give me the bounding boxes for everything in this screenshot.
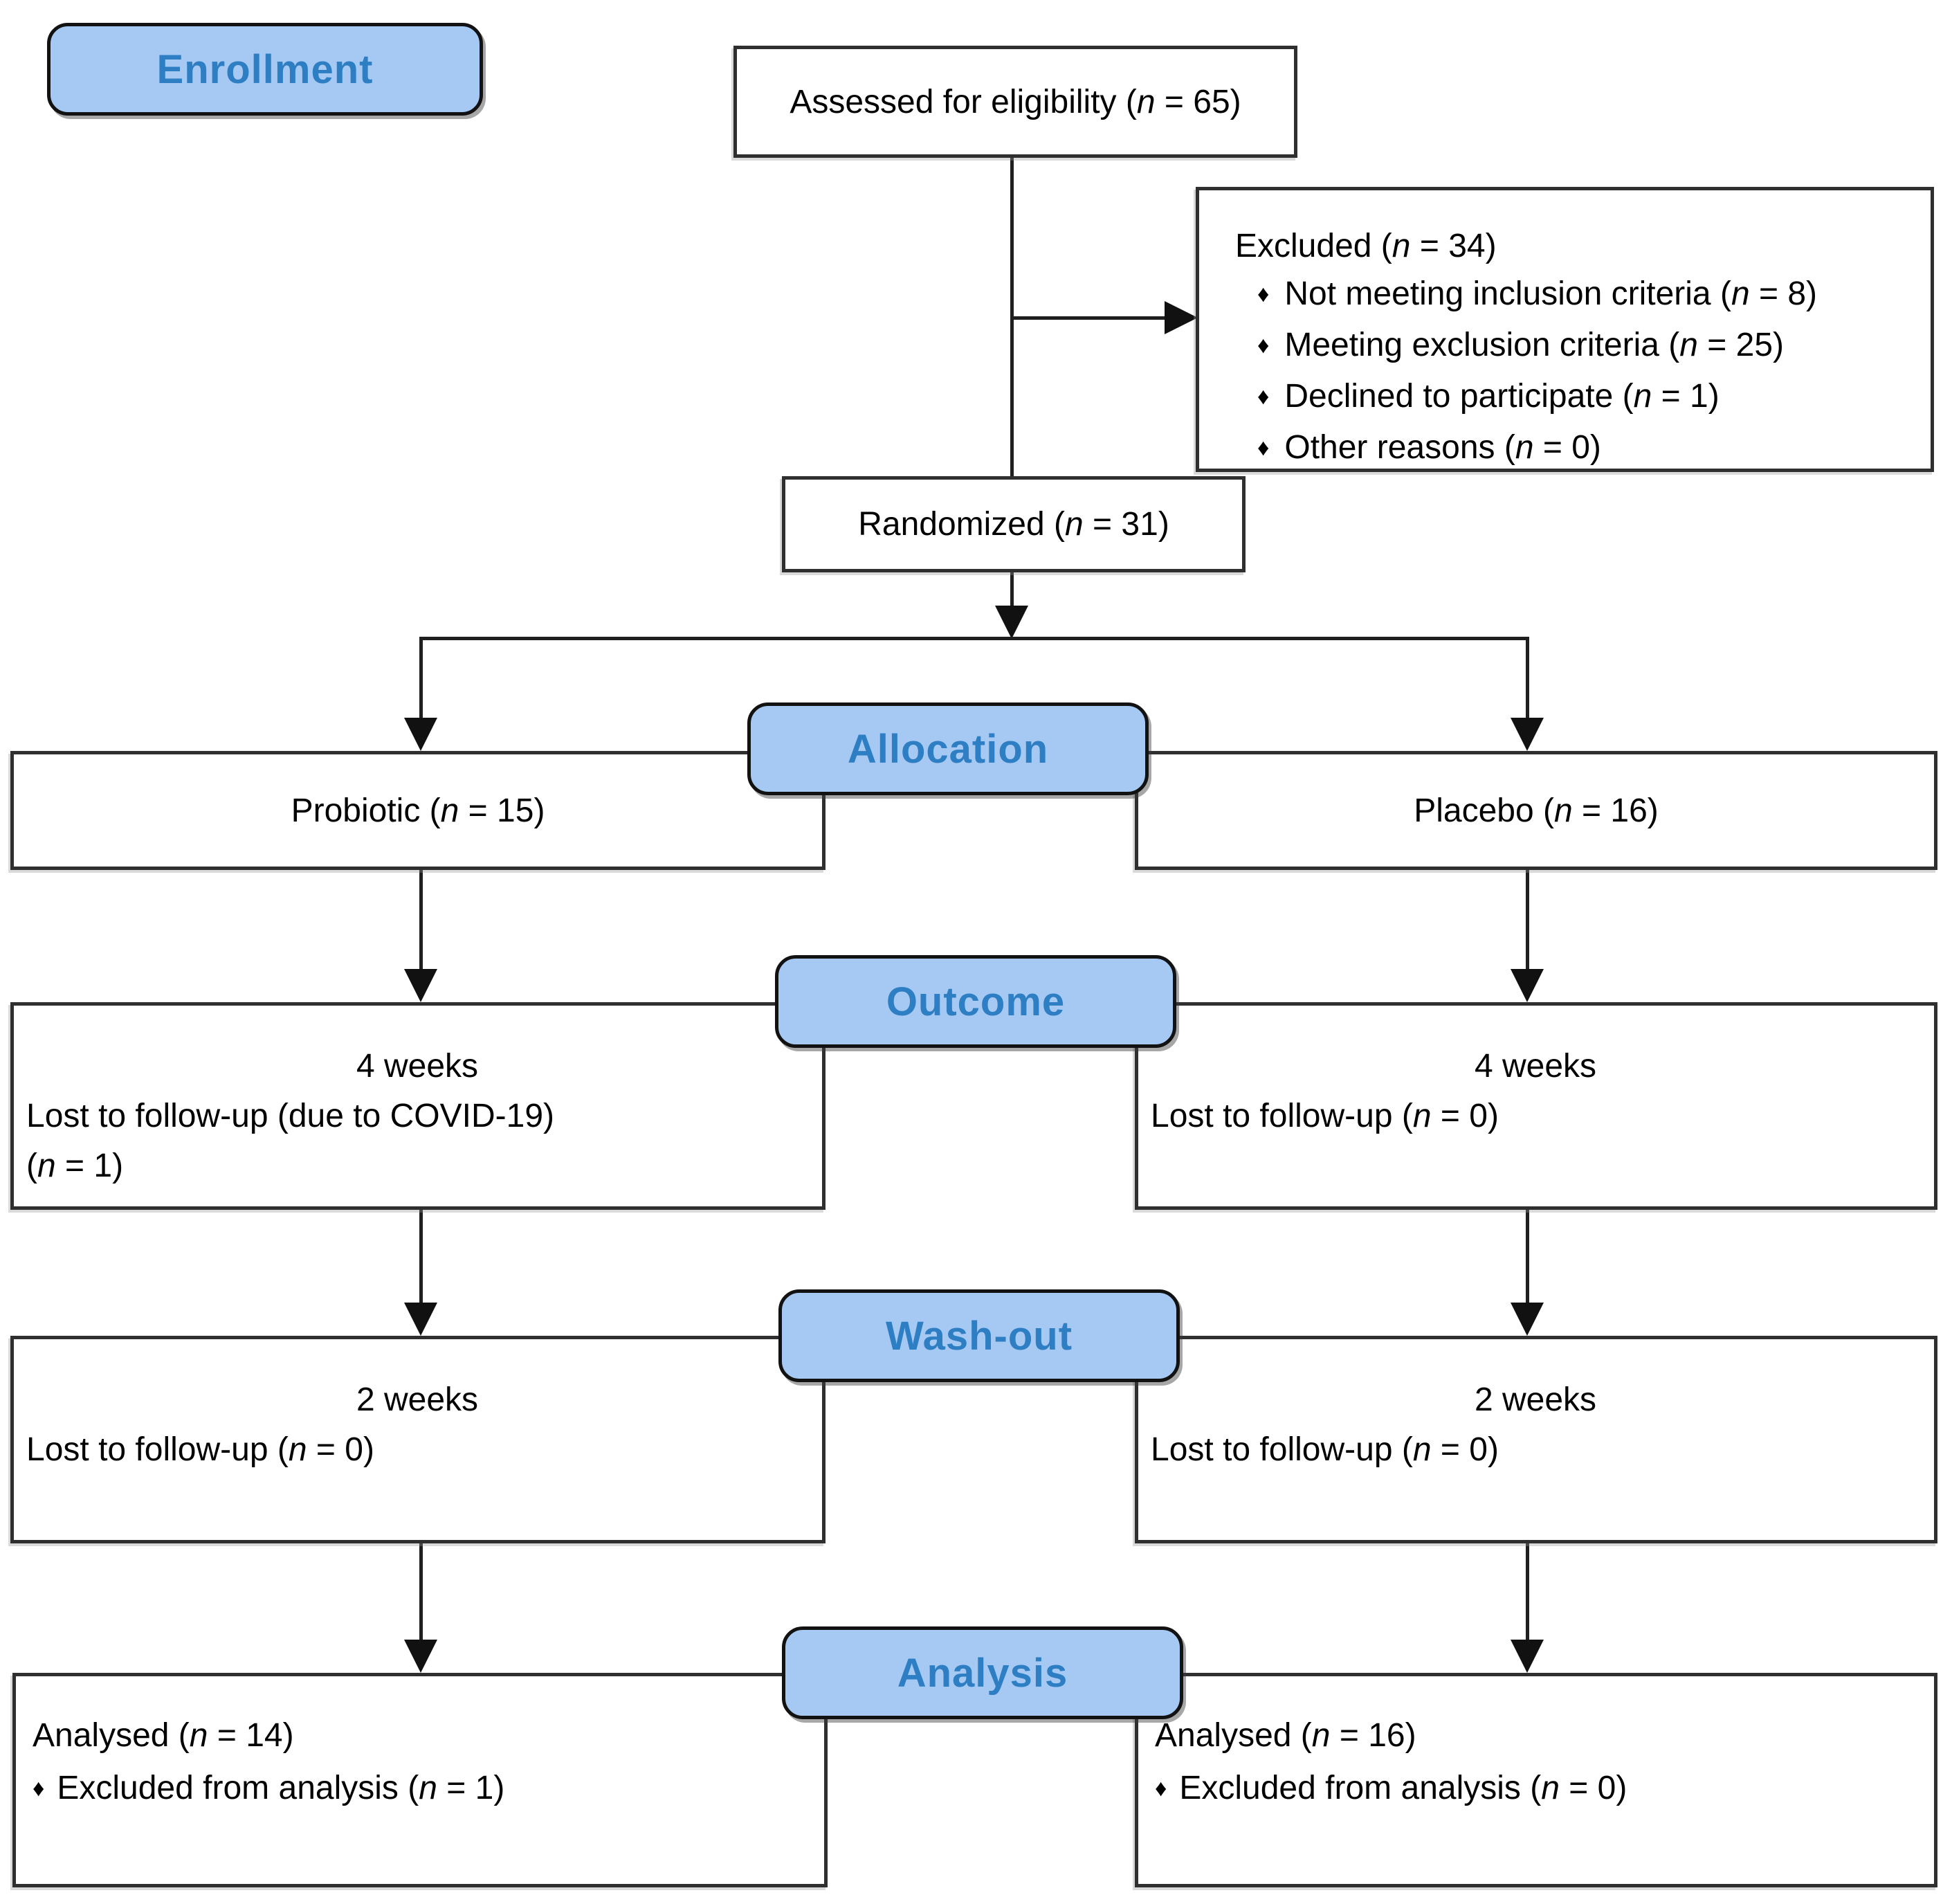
box-allocation-placebo: Placebo (n = 16)	[1135, 751, 1937, 870]
split-line	[419, 637, 1529, 640]
stage-badge-analysis: Analysis	[782, 1626, 1183, 1719]
probiotic-text: Probiotic (n = 15)	[291, 792, 545, 829]
arrowhead-into-washout-left	[404, 1303, 437, 1336]
connector-branch-to-excluded	[1012, 316, 1168, 320]
diamond-bullet-icon: ♦	[1257, 383, 1270, 410]
diamond-bullet-icon: ♦	[1155, 1775, 1167, 1802]
arrowhead-into-washout-right	[1511, 1303, 1544, 1336]
excluded-item-text: Other reasons (n = 0)	[1284, 429, 1601, 466]
placebo-text: Placebo (n = 16)	[1414, 792, 1659, 829]
washout-left-duration: 2 weeks	[356, 1381, 479, 1418]
excluded-item-text: Meeting exclusion criteria (n = 25)	[1284, 327, 1785, 363]
connector-outcome-to-washout-left	[419, 1210, 423, 1307]
box-allocation-probiotic: Probiotic (n = 15)	[10, 751, 826, 870]
box-assessed-eligibility: Assessed for eligibility (n = 65)	[733, 46, 1297, 158]
connector-split-to-placebo	[1526, 637, 1529, 723]
stage-badge-washout: Wash-out	[778, 1289, 1180, 1382]
arrowhead-into-excluded	[1165, 301, 1198, 334]
diamond-bullet-icon: ♦	[1257, 435, 1270, 461]
analysis-left-excluded: Excluded from analysis (n = 1)	[57, 1770, 505, 1806]
arrowhead-into-outcome-left	[404, 969, 437, 1002]
excluded-item-text: Declined to participate (n = 1)	[1284, 378, 1720, 415]
analysis-left-excluded-row: ♦ Excluded from analysis (n = 1)	[33, 1762, 810, 1817]
connector-washout-to-analysis-right	[1526, 1543, 1529, 1644]
outcome-right-duration: 4 weeks	[1474, 1048, 1597, 1085]
washout-left-lost: Lost to follow-up (n = 0)	[26, 1431, 374, 1468]
box-analysis-placebo: Analysed (n = 16) ♦ Excluded from analys…	[1135, 1673, 1937, 1887]
box-washout-probiotic: 2 weeks Lost to follow-up (n = 0)	[10, 1336, 826, 1543]
arrowhead-into-probiotic	[404, 718, 437, 751]
box-outcome-probiotic: 4 weeks Lost to follow-up (due to COVID-…	[10, 1002, 826, 1210]
connector-placebo-to-outcome	[1526, 870, 1529, 974]
excluded-item-text: Not meeting inclusion criteria (n = 8)	[1284, 275, 1818, 312]
arrowhead-into-outcome-right	[1511, 969, 1544, 1002]
outcome-left-duration: 4 weeks	[356, 1048, 479, 1085]
analysis-right-excluded: Excluded from analysis (n = 0)	[1179, 1770, 1627, 1806]
outcome-right-lost: Lost to follow-up (n = 0)	[1151, 1098, 1499, 1134]
box-washout-placebo: 2 weeks Lost to follow-up (n = 0)	[1135, 1336, 1937, 1543]
analysis-right-excluded-row: ♦ Excluded from analysis (n = 0)	[1155, 1762, 1920, 1817]
excluded-item: ♦ Declined to participate (n = 1)	[1235, 372, 1917, 424]
outcome-left-lost-n: (n = 1)	[26, 1148, 124, 1184]
excluded-item: ♦ Meeting exclusion criteria (n = 25)	[1235, 321, 1917, 372]
box-outcome-placebo: 4 weeks Lost to follow-up (n = 0)	[1135, 1002, 1937, 1210]
outcome-left-lost: Lost to follow-up (due to COVID-19)	[26, 1098, 555, 1134]
arrowhead-into-analysis-right	[1511, 1640, 1544, 1673]
box-excluded: Excluded (n = 34) ♦ Not meeting inclusio…	[1196, 187, 1934, 472]
assessed-text: Assessed for eligibility (n = 65)	[790, 83, 1241, 120]
diamond-bullet-icon: ♦	[33, 1775, 45, 1802]
excluded-item: ♦ Other reasons (n = 0)	[1235, 424, 1917, 475]
connector-probiotic-to-outcome	[419, 870, 423, 974]
connector-outcome-to-washout-right	[1526, 1210, 1529, 1307]
stage-badge-enrollment: Enrollment	[47, 23, 483, 116]
box-randomized: Randomized (n = 31)	[782, 476, 1246, 572]
excluded-title: Excluded (n = 34)	[1235, 228, 1497, 264]
connector-randomized-to-split	[1010, 572, 1014, 610]
washout-right-duration: 2 weeks	[1474, 1381, 1597, 1418]
diamond-bullet-icon: ♦	[1257, 281, 1270, 307]
randomized-text: Randomized (n = 31)	[858, 506, 1169, 543]
connector-washout-to-analysis-left	[419, 1543, 423, 1644]
stage-badge-allocation: Allocation	[747, 702, 1149, 795]
excluded-item: ♦ Not meeting inclusion criteria (n = 8)	[1235, 270, 1917, 321]
analysis-right-analysed: Analysed (n = 16)	[1155, 1717, 1416, 1754]
washout-right-lost: Lost to follow-up (n = 0)	[1151, 1431, 1499, 1468]
analysis-left-analysed: Analysed (n = 14)	[33, 1717, 294, 1754]
arrowhead-into-placebo	[1511, 718, 1544, 751]
connector-split-to-probiotic	[419, 637, 423, 723]
diamond-bullet-icon: ♦	[1257, 332, 1270, 359]
box-analysis-probiotic: Analysed (n = 14) ♦ Excluded from analys…	[12, 1673, 828, 1887]
stage-badge-outcome: Outcome	[775, 955, 1176, 1048]
arrowhead-into-split	[995, 606, 1028, 639]
arrowhead-into-analysis-left	[404, 1640, 437, 1673]
